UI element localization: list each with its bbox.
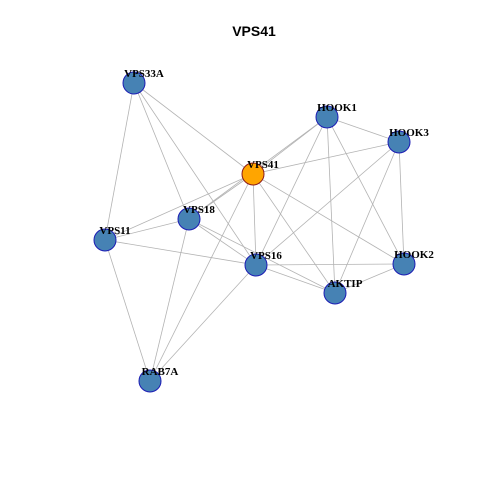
node-aktip[interactable] bbox=[323, 281, 347, 305]
node-label-rab7a: RAB7A bbox=[142, 366, 179, 378]
edge-hook3-aktip bbox=[334, 141, 400, 294]
node-label-vps41: VPS41 bbox=[247, 159, 279, 171]
edge-vps18-vps16 bbox=[188, 218, 257, 266]
edge-vps11-vps16 bbox=[104, 239, 257, 266]
node-vps41[interactable] bbox=[241, 162, 265, 186]
edge-hook3-vps41 bbox=[252, 141, 400, 175]
node-label-vps16: VPS16 bbox=[250, 250, 282, 262]
edge-vps18-vps11 bbox=[104, 218, 190, 241]
edge-vps16-rab7a bbox=[149, 264, 257, 382]
node-hook3[interactable] bbox=[387, 130, 411, 154]
node-label-hook2: HOOK2 bbox=[394, 249, 434, 261]
edge-vps41-vps18 bbox=[188, 173, 254, 220]
nodes-layer bbox=[93, 71, 416, 393]
edge-vps41-vps16 bbox=[252, 173, 257, 266]
edge-vps41-hook2 bbox=[252, 173, 405, 265]
edge-vps11-rab7a bbox=[104, 239, 151, 382]
edge-vps41-aktip bbox=[252, 173, 336, 294]
edge-hook1-vps16 bbox=[255, 116, 328, 266]
node-label-vps33a: VPS33A bbox=[124, 68, 164, 80]
edge-hook1-aktip bbox=[326, 116, 336, 294]
node-hook1[interactable] bbox=[315, 105, 339, 129]
edge-vps41-vps11 bbox=[104, 173, 254, 241]
edge-hook1-hook3 bbox=[326, 116, 400, 143]
node-vps18[interactable] bbox=[177, 207, 201, 231]
node-vps11[interactable] bbox=[93, 228, 117, 252]
edge-hook3-hook2 bbox=[398, 141, 405, 265]
node-label-aktip: AKTIP bbox=[328, 278, 363, 290]
edge-vps16-aktip bbox=[255, 264, 336, 294]
edge-aktip-hook2 bbox=[334, 263, 405, 294]
node-label-vps11: VPS11 bbox=[99, 225, 130, 237]
edge-vps16-hook2 bbox=[255, 263, 405, 266]
edge-vps33a-vps18 bbox=[133, 82, 190, 220]
edge-hook3-vps16 bbox=[255, 141, 400, 266]
edges-layer bbox=[104, 82, 405, 382]
node-label-hook3: HOOK3 bbox=[389, 127, 429, 139]
node-vps33a[interactable] bbox=[122, 71, 146, 95]
edge-hook1-hook2 bbox=[326, 116, 405, 265]
node-rab7a[interactable] bbox=[138, 369, 162, 393]
node-vps16[interactable] bbox=[244, 253, 268, 277]
edge-vps33a-vps41 bbox=[133, 82, 254, 175]
edge-vps41-rab7a bbox=[149, 173, 254, 382]
node-hook2[interactable] bbox=[392, 252, 416, 276]
edge-vps18-rab7a bbox=[149, 218, 190, 382]
node-label-hook1: HOOK1 bbox=[317, 102, 357, 114]
edge-vps33a-vps16 bbox=[133, 82, 257, 266]
node-label-vps18: VPS18 bbox=[183, 204, 215, 216]
edge-vps33a-vps11 bbox=[104, 82, 135, 241]
graph-title: VPS41 bbox=[232, 23, 276, 39]
